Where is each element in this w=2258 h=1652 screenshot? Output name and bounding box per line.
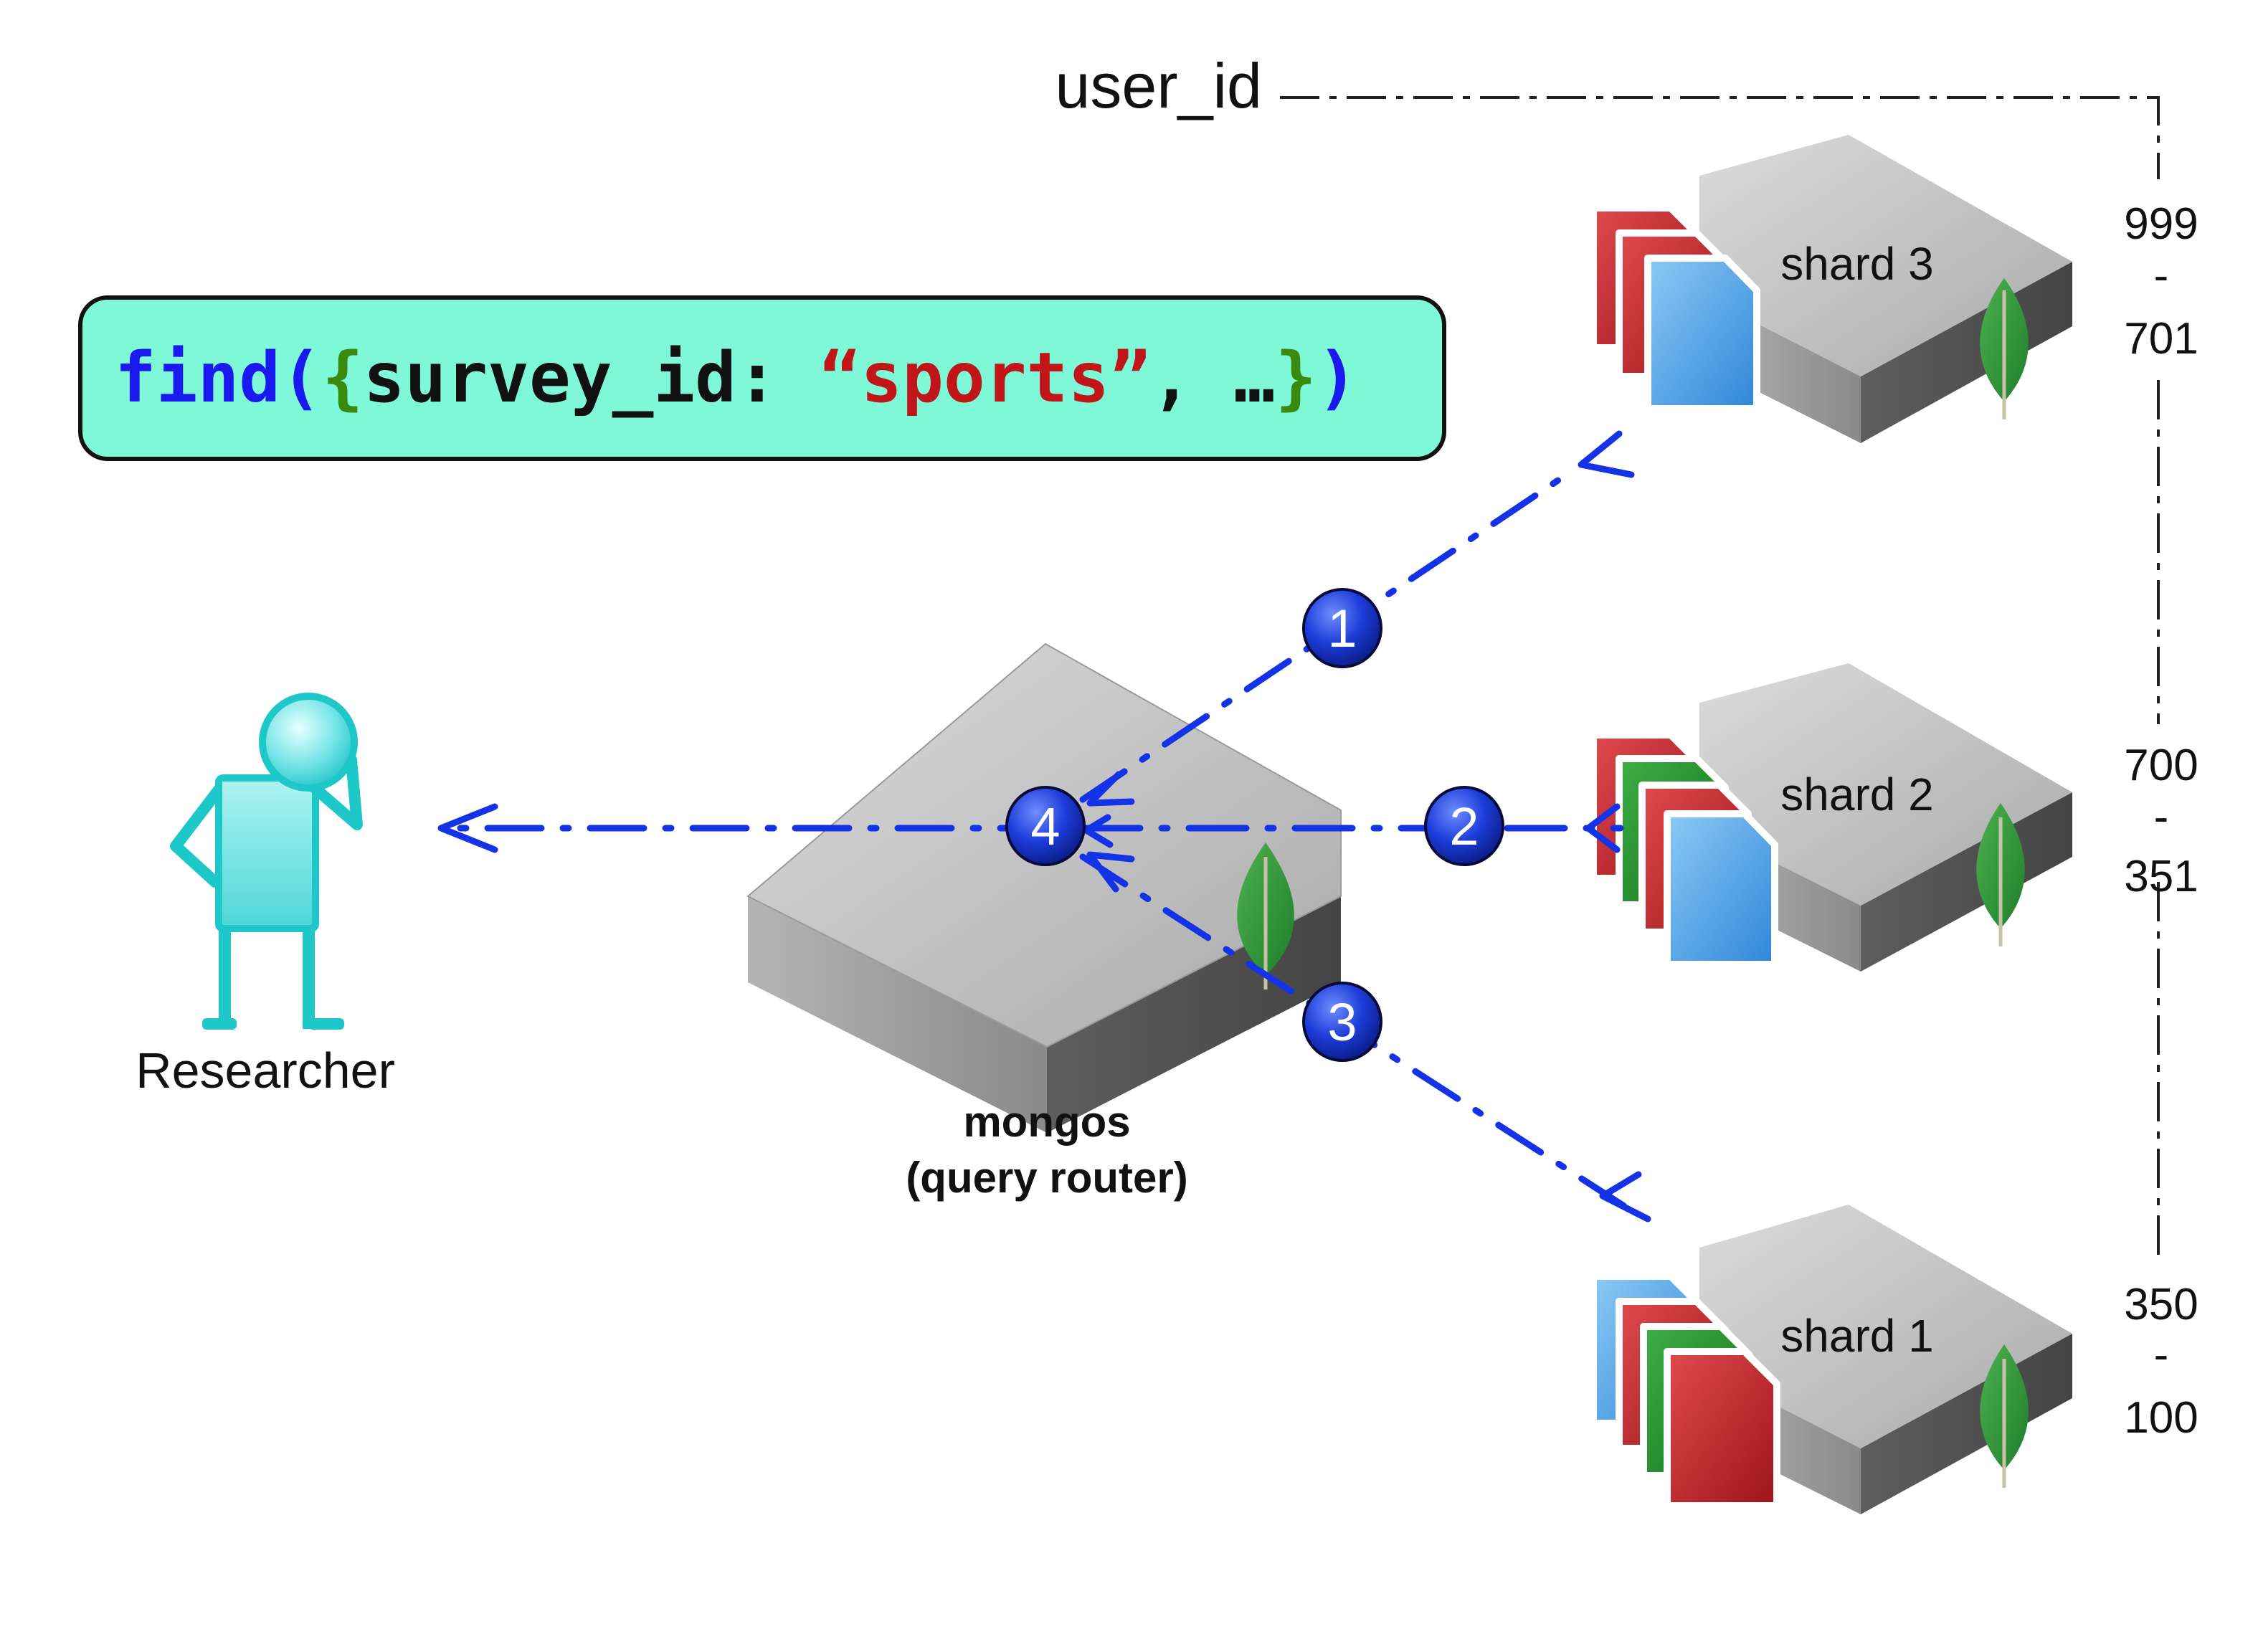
shard-1-label: shard 1 <box>1780 1310 1933 1362</box>
mongodb-leaf-icon <box>1980 278 2029 419</box>
svg-text:3: 3 <box>1327 992 1357 1052</box>
shard-3: shard 3 <box>1590 135 2072 443</box>
mongodb-leaf-icon <box>1980 1344 2029 1488</box>
step-marker-4: 4 <box>1005 786 1086 866</box>
arrowhead <box>1599 1171 1651 1223</box>
step-marker-1: 1 <box>1302 588 1382 668</box>
arrowhead <box>437 803 498 853</box>
svg-text:701: 701 <box>2124 314 2198 364</box>
svg-text:-: - <box>2154 792 2169 842</box>
arrowhead <box>1083 814 1114 848</box>
shard-3-documents <box>1590 204 1760 412</box>
mongodb-leaf-icon <box>1976 803 2025 946</box>
mongos-name: mongos <box>963 1098 1130 1146</box>
mongos-router <box>746 642 1342 1133</box>
range-label-shard1: 350 - 100 <box>2124 1280 2198 1443</box>
arrowhead <box>1578 430 1635 478</box>
shard-2-label: shard 2 <box>1780 769 1933 820</box>
arrowhead <box>1086 771 1135 807</box>
user-id-axis: user_id <box>1055 50 2160 1262</box>
query-text: find({survey_id: “sports”, …}) <box>115 338 1358 418</box>
shard-1: shard 1 <box>1590 1205 2072 1514</box>
mongodb-leaf-icon <box>1237 842 1294 989</box>
axis-line <box>1280 96 2160 1262</box>
svg-text:4: 4 <box>1030 797 1060 856</box>
query-box: find({survey_id: “sports”, …}) <box>78 295 1446 461</box>
researcher-icon <box>170 693 363 1030</box>
document-icon <box>1664 810 1778 968</box>
range-label-shard3: 999 - 701 <box>2124 199 2198 364</box>
axis-label: user_id <box>1055 50 1262 121</box>
researcher-label: Researcher <box>136 1043 395 1098</box>
researcher-figure: Researcher <box>136 693 395 1098</box>
shard-1-documents <box>1590 1273 1780 1509</box>
step-marker-2: 2 <box>1424 786 1504 866</box>
svg-text:1: 1 <box>1327 599 1357 658</box>
shard-2-documents <box>1590 731 1778 968</box>
mongos-role: (query router) <box>906 1154 1187 1202</box>
arrowhead <box>1585 803 1621 853</box>
svg-text:2: 2 <box>1449 797 1479 856</box>
arrowhead <box>1086 851 1135 893</box>
shard-2: shard 2 <box>1590 663 2072 972</box>
svg-text:351: 351 <box>2124 852 2198 901</box>
document-icon <box>1644 255 1760 412</box>
svg-text:999: 999 <box>2124 199 2198 249</box>
svg-text:100: 100 <box>2124 1393 2198 1443</box>
range-label-shard2: 700 - 351 <box>2124 741 2198 901</box>
svg-text:-: - <box>2154 1330 2169 1380</box>
document-icon <box>1664 1348 1780 1509</box>
shard-3-label: shard 3 <box>1780 238 1933 290</box>
svg-text:700: 700 <box>2124 741 2198 790</box>
svg-text:350: 350 <box>2124 1280 2198 1329</box>
arrowheads <box>437 430 1651 1223</box>
svg-text:-: - <box>2154 251 2169 300</box>
step-marker-3: 3 <box>1302 982 1382 1062</box>
